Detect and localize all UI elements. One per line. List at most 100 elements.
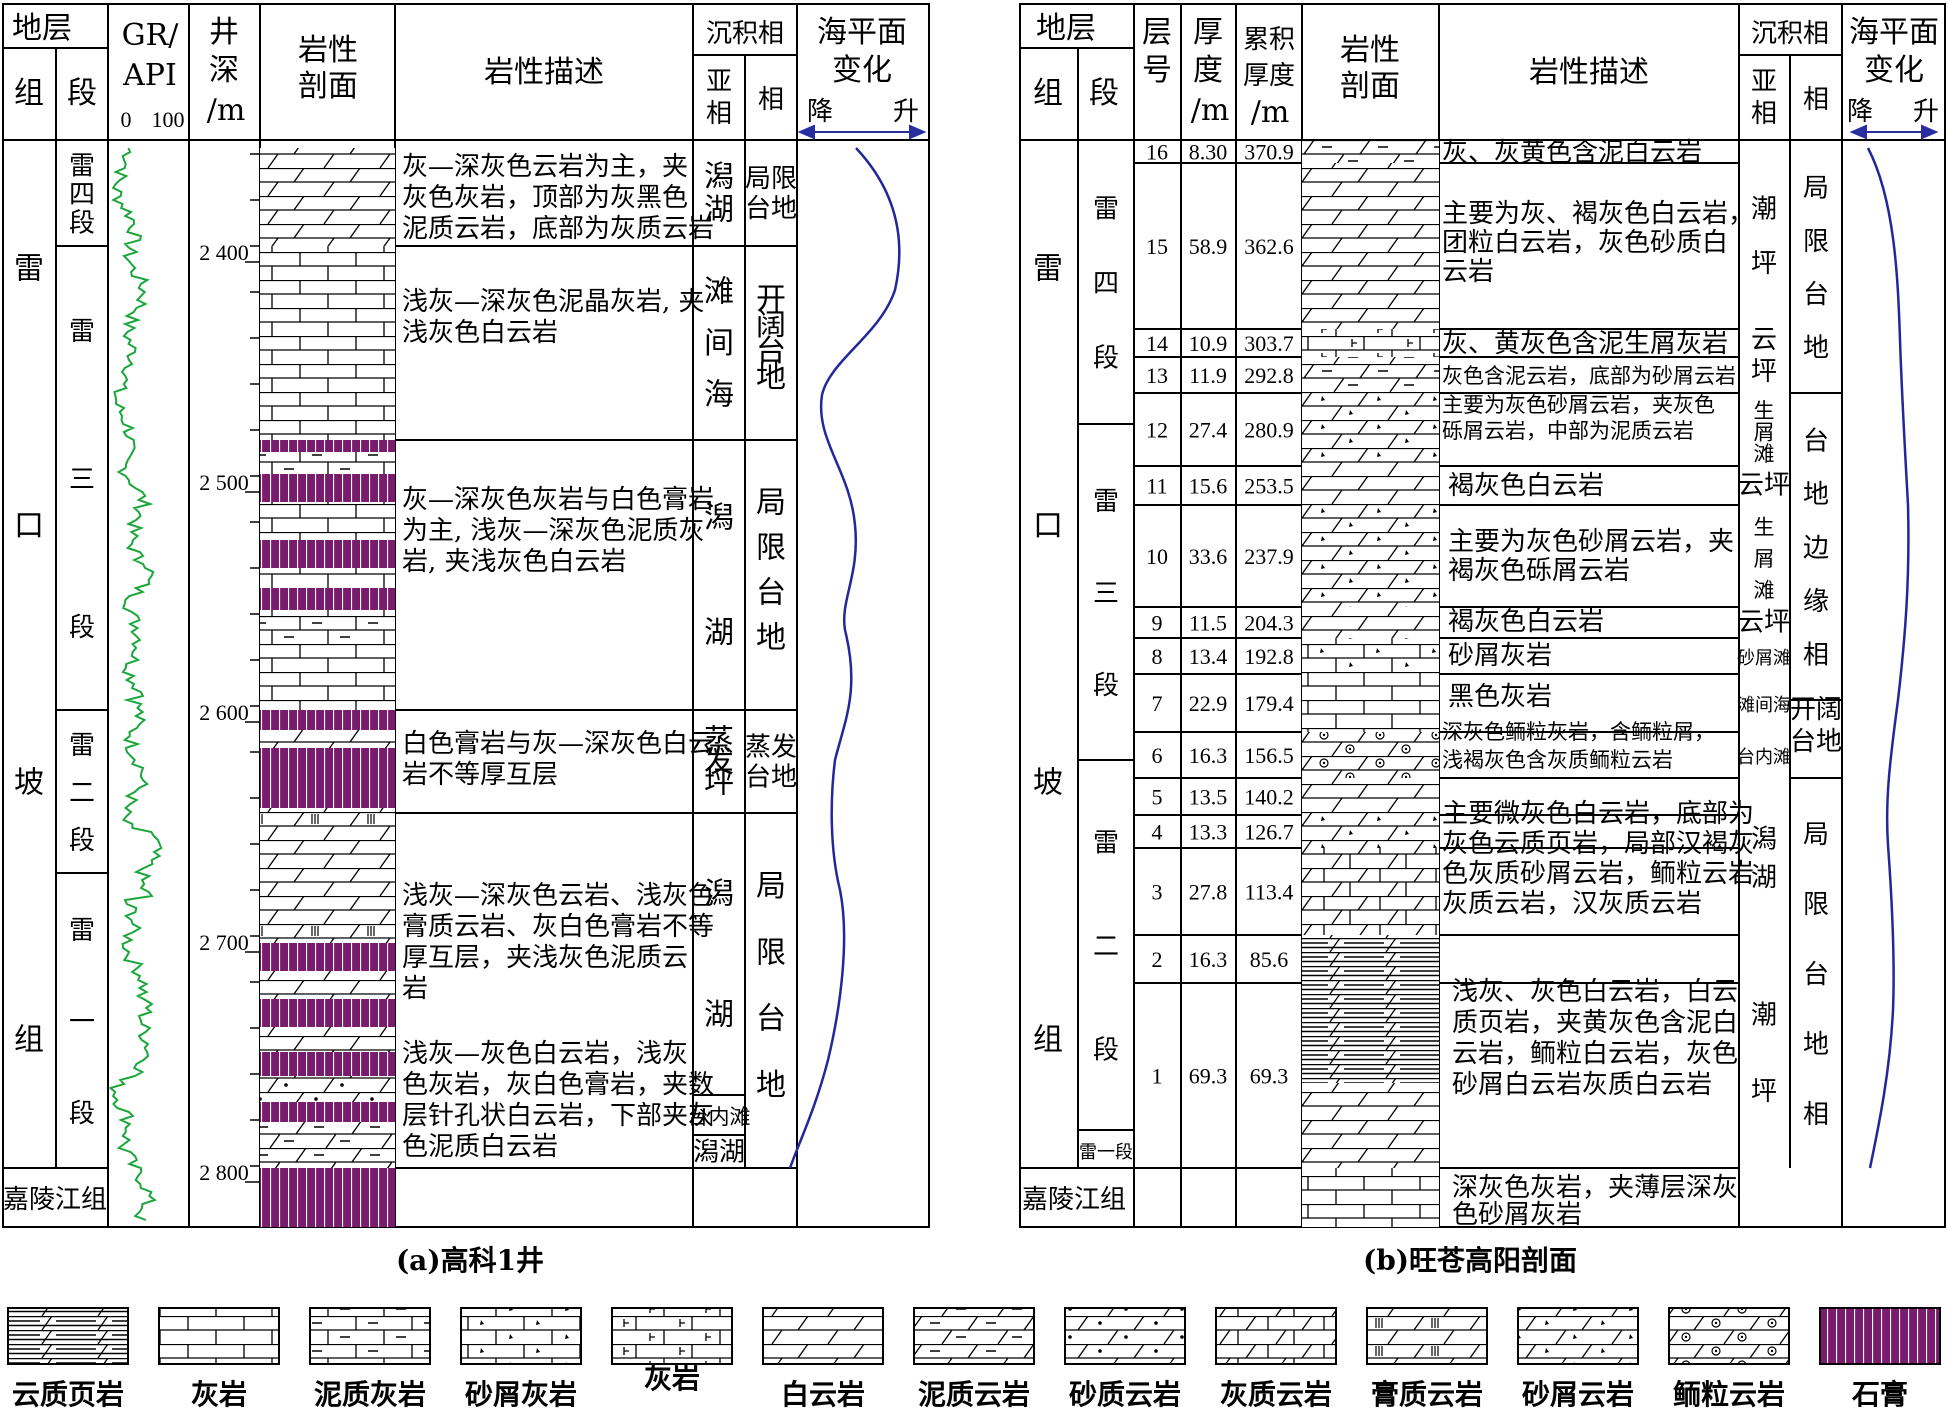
subfacies-name: 生 (1754, 399, 1775, 423)
header-layer-no: 层 (1142, 15, 1172, 50)
layer-cumulative: 303.7 (1244, 331, 1294, 356)
header-subfacies: 亚 (706, 67, 732, 97)
header-member: 段 (1089, 76, 1119, 111)
header-subfacies: 亚 (1751, 67, 1777, 97)
lithology-description: 灰、黄灰色含泥生屑灰岩 (1442, 329, 1728, 359)
legend-swatch-argillaceous-dolomite (913, 1307, 1035, 1365)
sea-rise-label: 升 (1913, 97, 1939, 127)
member-name: 雷 (69, 731, 95, 761)
header-profile: 剖面 (1340, 69, 1400, 104)
formation-name: 雷 (14, 252, 44, 287)
legend-label: 砂质云岩 (1069, 1378, 1181, 1411)
legend-swatch-calcareous-dolomite (1215, 1307, 1337, 1365)
subfacies-name: 潟 (704, 877, 734, 912)
layer-number: 6 (1152, 743, 1163, 768)
formation-name: 口 (14, 509, 44, 544)
layer-thickness: 15.6 (1189, 474, 1228, 499)
lithology-description: 厚互层，夹浅灰色泥质云 (402, 943, 688, 973)
layer-cumulative: 69.3 (1250, 1064, 1289, 1089)
member-name: 雷 (1093, 194, 1119, 224)
lithology-description: 膏质云岩、灰白色膏岩不等 (402, 912, 714, 942)
layer-thickness: 33.6 (1189, 544, 1228, 569)
lithology-description: 灰色云质页岩，局部汉褐灰 (1442, 829, 1754, 859)
lithology-description: 色砂屑灰岩 (1452, 1200, 1582, 1230)
header-sea-level: 海平面 (817, 15, 907, 50)
facies-name: 地 (756, 1068, 786, 1103)
facies-name: 开阔 (1790, 695, 1842, 725)
facies-name: 边 (1803, 534, 1829, 564)
facies-name: 局 (756, 486, 786, 521)
layer-number: 16 (1146, 140, 1168, 165)
legend-label: 灰质云岩 (1220, 1378, 1332, 1411)
facies-name: 开 (756, 282, 786, 317)
layer-thickness: 11.9 (1189, 363, 1227, 388)
subfacies-name: 蒸 (704, 724, 734, 759)
depth-tick-label: 2 700 (199, 930, 249, 955)
header-strata: 地层 (12, 11, 72, 46)
subfacies-name: 云坪 (1738, 471, 1790, 501)
facies-name: 局 (756, 869, 786, 904)
layer-number: 3 (1152, 880, 1163, 905)
depth-tick-label: 2 800 (199, 1160, 249, 1185)
lithology-description: 灰—深灰色灰岩与白色膏岩 (402, 485, 714, 515)
member-name: 段 (69, 1099, 95, 1129)
layer-cumulative: 280.9 (1244, 418, 1294, 443)
facies-name: 台 (1803, 960, 1829, 990)
facies-name: 地 (756, 360, 786, 395)
lithology-description: 灰—深灰色云岩为主，夹 (402, 152, 688, 182)
header-thickness-unit: /m (1191, 93, 1230, 128)
member-name: 雷一段 (1079, 1142, 1133, 1163)
lithology-description: 泥质云岩，底部为灰质云岩 (402, 214, 714, 244)
sea-level-arrow (1849, 124, 1939, 140)
header-description: 岩性描述 (1529, 55, 1649, 90)
header-facies: 沉积相 (1751, 19, 1829, 49)
facies-name: 地 (1803, 333, 1829, 363)
legend-label: 泥质云岩 (918, 1378, 1030, 1411)
layer-cumulative: 237.9 (1244, 544, 1294, 569)
member-name: 三 (1093, 579, 1119, 609)
member-name: 三 (69, 465, 95, 495)
sea-fall-label: 降 (807, 97, 833, 127)
layer-thickness: 27.8 (1189, 880, 1228, 905)
lithology-description: 主要微灰色白云岩，底部为 (1442, 799, 1754, 829)
base-formation: 嘉陵江组 (3, 1185, 107, 1215)
member-name: 段 (1093, 671, 1119, 701)
header-sea-level: 变化 (832, 53, 892, 88)
legend-label: 白云岩 (781, 1378, 865, 1411)
header-formation: 组 (14, 76, 44, 111)
layer-number: 15 (1146, 234, 1168, 259)
legend-label: 膏质云岩 (1371, 1378, 1483, 1411)
header-depth: 深 (209, 53, 239, 88)
lithology-description: 主要为灰、褐灰色白云岩， (1442, 199, 1754, 229)
subfacies-name: 湖 (704, 193, 734, 228)
layer-number: 4 (1152, 820, 1163, 845)
legend-label: 砂屑云岩 (1522, 1378, 1634, 1411)
lithology-description: 主要为灰色砂屑云岩，夹灰色 (1442, 393, 1715, 417)
facies-name: 地 (1803, 480, 1829, 510)
layer-thickness: 13.3 (1189, 820, 1228, 845)
subfacies-name: 湖 (704, 616, 734, 651)
lithology-description: 浅灰—灰色白云岩，浅灰 (402, 1039, 688, 1069)
facies-name: 缘 (1803, 587, 1829, 617)
legend-swatch-calcarenite (460, 1307, 582, 1365)
legend-label: 鲕粒云岩 (1673, 1378, 1785, 1411)
subfacies-name: 坪 (1751, 1077, 1777, 1107)
layer-thickness: 58.9 (1189, 234, 1228, 259)
lithology-description: 浅灰、灰色白云岩，白云 (1452, 977, 1738, 1007)
member-name: 四 (1093, 269, 1119, 299)
layer-thickness: 16.3 (1189, 947, 1228, 972)
layer-thickness: 16.3 (1189, 743, 1228, 768)
facies-name: 局 (1803, 820, 1829, 850)
header-depth: 井 (209, 15, 239, 50)
member-name: 雷 (69, 317, 95, 347)
formation-name: 口 (1033, 509, 1063, 544)
lithology-description: 色灰质砂屑云岩，鲕粒云岩 (1442, 859, 1754, 889)
header-subfacies: 相 (1751, 99, 1777, 129)
layer-cumulative: 113.4 (1245, 880, 1294, 905)
header-profile: 岩性 (298, 33, 358, 68)
facies-name: 台 (1803, 427, 1829, 457)
member-name: 雷 (69, 151, 95, 181)
member-name: 四 (69, 180, 95, 210)
header-gr: GR/ (122, 18, 180, 53)
